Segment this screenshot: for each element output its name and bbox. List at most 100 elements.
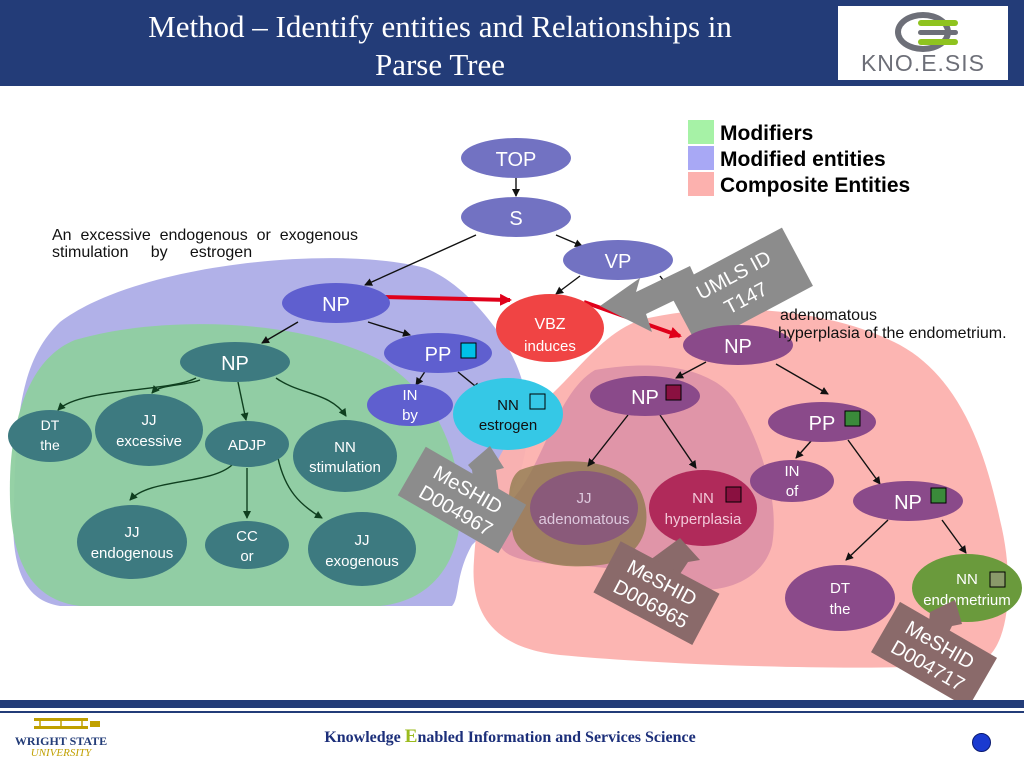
slide-title: Method – Identify entities and Relations…	[40, 8, 840, 84]
node-nn-stimulation: NN stimulation	[293, 420, 397, 492]
sentence-part1-line1: An excessive endogenous or exogenous	[52, 227, 358, 244]
wright-state-logo: WRIGHT STATE UNIVERSITY	[6, 714, 116, 764]
node-jj-excessive-tag: JJ	[142, 412, 157, 429]
node-nn-hyperplasia-word: hyperplasia	[665, 511, 742, 528]
node-np-left: NP	[180, 342, 290, 382]
modified-entity-marker	[529, 393, 546, 410]
node-s: S	[461, 197, 571, 237]
university-sub: UNIVERSITY	[30, 747, 92, 759]
node-nn-estrogen-word: estrogen	[479, 417, 537, 434]
node-vp: VP	[563, 240, 673, 280]
node-vbz-word: induces	[524, 338, 576, 355]
knoesis-logo: KNO.E.SIS	[838, 6, 1008, 80]
node-cc-or-word: or	[240, 548, 253, 565]
node-jj-excessive-word: excessive	[116, 433, 182, 450]
legend-item-composite-entities: Composite Entities	[688, 172, 910, 197]
node-np-subject: NP	[282, 283, 390, 323]
node-np-object-label: NP	[724, 336, 752, 358]
composite-entity-marker	[665, 384, 682, 401]
node-np-object: NP	[683, 325, 793, 365]
node-jj-endogenous-tag: JJ	[125, 524, 140, 541]
node-jj-endogenous-word: endogenous	[91, 545, 174, 562]
node-np-right-inner-label: NP	[631, 387, 659, 409]
legend-swatch-composite-entities	[688, 172, 714, 196]
endometrium-modifier-region	[912, 554, 1022, 622]
sentence-part2-line2: hyperplasia of the endometrium.	[778, 325, 1007, 342]
legend-item-modified-entities: Modified entities	[688, 146, 886, 171]
modified-entity-marker	[460, 342, 477, 359]
legend-swatch-modified-entities	[688, 146, 714, 170]
node-vbz-tag: VBZ	[534, 316, 565, 333]
logo-text: KNO.E.SIS	[860, 50, 986, 76]
node-in-by-tag: IN	[403, 387, 418, 404]
node-nn-hyperplasia-tag: NN	[692, 490, 714, 507]
node-top-label: TOP	[496, 149, 537, 171]
footer-text-after: nabled Information and Services Science	[417, 729, 696, 746]
legend-label-composite-entities: Composite Entities	[720, 174, 910, 197]
title-line-1: Method – Identify entities and Relations…	[148, 9, 732, 44]
legend-swatch-modifiers	[688, 120, 714, 144]
modifier-marker	[844, 410, 861, 427]
node-cc-or-tag: CC	[236, 528, 258, 545]
node-dt-the-2: DT the	[785, 565, 895, 631]
sentence-part2-line1: adenomatous	[780, 307, 877, 324]
node-jj-exogenous-tag: JJ	[355, 532, 370, 549]
header-bar: Method – Identify entities and Relations…	[0, 0, 1024, 86]
node-in-of-word: of	[786, 483, 799, 500]
node-nn-estrogen: NN estrogen	[453, 378, 563, 450]
node-in-of: IN of	[750, 460, 834, 502]
node-nn-estrogen-tag: NN	[497, 397, 519, 414]
node-nn-endometrium-word: endometrium	[923, 592, 1011, 609]
modifier-marker	[989, 571, 1006, 588]
node-np-of: NP	[853, 481, 963, 521]
node-jj-adenomatous: JJ adenomatous	[530, 471, 638, 545]
node-cc-or: CC or	[205, 521, 289, 569]
airplane-icon	[34, 718, 100, 729]
node-nn-stimulation-word: stimulation	[309, 459, 381, 476]
node-dt-the-2-word: the	[830, 601, 851, 618]
navigation-dot[interactable]	[972, 733, 991, 752]
node-in-by-word: by	[402, 407, 418, 424]
node-jj-excessive: JJ excessive	[95, 394, 203, 466]
node-dt-the-tag: DT	[41, 417, 60, 433]
node-adjp-label: ADJP	[228, 437, 266, 454]
footer-divider-thin	[0, 711, 1024, 713]
legend-label-modifiers: Modifiers	[720, 122, 813, 145]
node-s-label: S	[509, 208, 522, 230]
node-dt-the-word: the	[40, 437, 60, 453]
node-jj-adenomatous-tag: JJ	[577, 490, 592, 507]
node-nn-hyperplasia: NN hyperplasia	[649, 470, 757, 546]
node-jj-exogenous: JJ exogenous	[308, 512, 416, 586]
university-name: WRIGHT STATE	[14, 734, 108, 748]
legend-label-modified-entities: Modified entities	[720, 148, 886, 171]
knoesis-e-icon	[895, 12, 958, 52]
node-np-of-label: NP	[894, 492, 922, 514]
node-jj-exogenous-word: exogenous	[325, 553, 398, 570]
node-jj-endogenous: JJ endogenous	[77, 505, 187, 579]
node-top: TOP	[461, 138, 571, 178]
sentence-part1-line2: stimulation by estrogen	[52, 244, 252, 261]
node-dt-the: DT the	[8, 410, 92, 462]
node-pp-left: PP	[384, 333, 492, 373]
legend: Modifiers Modified entities Composite En…	[688, 120, 910, 197]
node-vbz: VBZ induces	[496, 294, 604, 362]
node-pp-right: PP	[768, 402, 876, 442]
node-nn-stimulation-tag: NN	[334, 439, 356, 456]
footer-text-before: Knowledge	[324, 729, 405, 746]
node-jj-adenomatous-word: adenomatous	[539, 511, 630, 528]
node-vp-label: VP	[605, 251, 632, 273]
node-np-left-label: NP	[221, 353, 249, 375]
title-line-2: Parse Tree	[374, 47, 506, 82]
composite-entity-marker	[725, 486, 742, 503]
footer-divider	[0, 700, 1024, 708]
node-np-right-inner: NP	[590, 376, 700, 416]
node-nn-endometrium-tag: NN	[956, 571, 978, 588]
parse-tree-diagram: UMLS ID T147 TOP S VP NP VBZ induces NP …	[8, 120, 1022, 700]
legend-item-modifiers: Modifiers	[688, 120, 813, 145]
node-pp-right-label: PP	[809, 413, 836, 435]
node-adjp: ADJP	[205, 421, 289, 467]
node-in-of-tag: IN	[785, 463, 800, 480]
node-in-by: IN by	[367, 384, 453, 426]
node-pp-left-label: PP	[425, 344, 452, 366]
footer-text-e: E	[404, 726, 418, 747]
